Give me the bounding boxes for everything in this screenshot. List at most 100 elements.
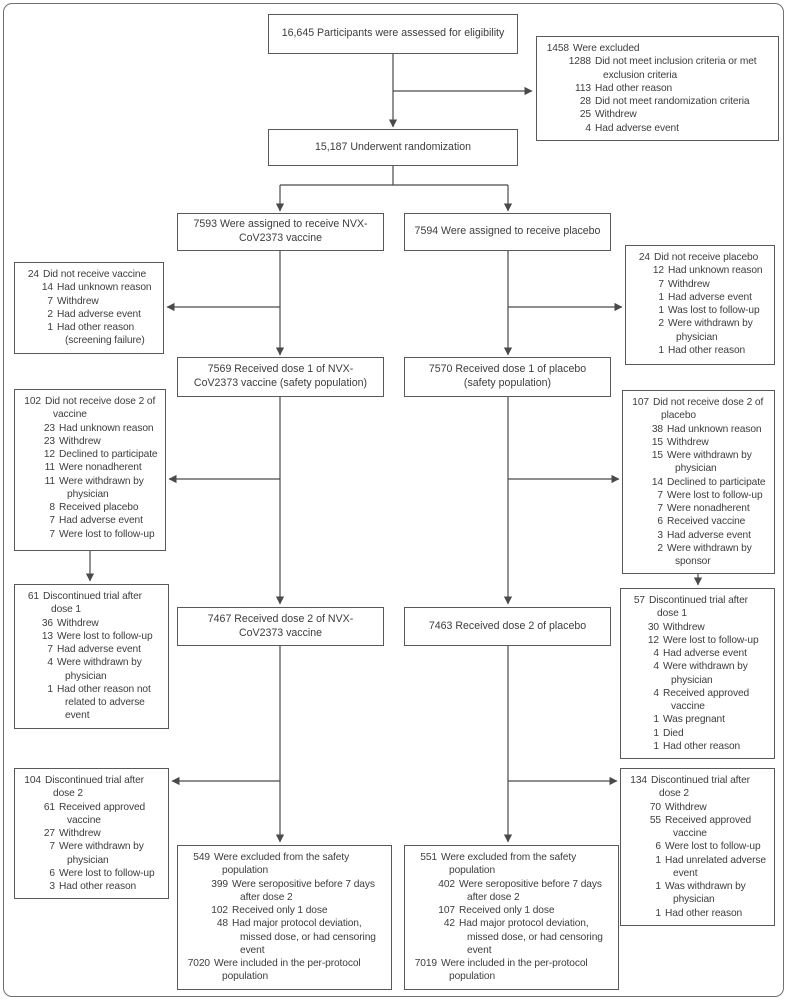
item-count: 30 <box>647 621 659 633</box>
item-text: Were lost to follow-up <box>667 489 763 501</box>
flow-item: 24 Did not receive vaccine <box>21 268 160 281</box>
item-count: 551 <box>420 852 437 863</box>
item-count: 24 <box>27 269 39 280</box>
item-count: 2 <box>47 308 53 320</box>
item-text: Had other reason not related to adverse … <box>57 683 151 722</box>
item-count: 14 <box>41 282 53 294</box>
item-count: 12 <box>43 449 55 460</box>
item-text: Withdrew <box>665 801 707 813</box>
item-count: 1288 <box>568 56 591 68</box>
item-count: 4 <box>653 687 659 699</box>
item-text: Withdrew <box>663 621 705 633</box>
item-count: 42 <box>443 918 455 930</box>
item-count: 6 <box>655 841 661 853</box>
box-assessed-text: 16,645 Participants were assessed for el… <box>281 27 505 40</box>
item-text: Received placebo <box>59 502 139 513</box>
item-text: Were lost to follow-up <box>59 867 155 879</box>
flow-item: 7 Were lost to follow-up <box>629 489 771 502</box>
item-text: Received vaccine <box>667 516 746 528</box>
box-assigned-placebo: 7594 Were assigned to receive placebo <box>404 213 611 251</box>
item-text: Received only 1 dose <box>232 905 328 916</box>
flow-item: 134 Discontinued trial after dose 2 <box>627 774 771 801</box>
box-dose2-vaccine: 7467 Received dose 2 of NVX-CoV2373 vacc… <box>177 607 384 646</box>
item-count: 28 <box>579 96 591 107</box>
item-count: 549 <box>193 852 210 863</box>
flow-item: 23 Had unknown reason <box>21 422 162 435</box>
item-count: 4 <box>653 648 659 659</box>
item-text: Were lost to follow-up <box>663 634 759 646</box>
item-text: Were nonadherent <box>667 503 750 514</box>
item-count: 12 <box>647 634 659 646</box>
item-count: 1 <box>658 291 664 303</box>
item-count: 7 <box>47 644 53 655</box>
item-text: Had adverse event <box>595 122 679 134</box>
box-dose1-vaccine: 7569 Received dose 1 of NVX-CoV2373 vacc… <box>177 357 384 397</box>
box-randomization-text: 15,187 Underwent randomization <box>314 140 472 153</box>
item-text: Withdrew <box>595 109 637 121</box>
item-text: Declined to participate <box>667 476 766 488</box>
item-count: 7 <box>658 278 664 290</box>
item-count: 1 <box>653 714 659 726</box>
item-count: 1 <box>658 305 664 316</box>
item-text: Discontinued trial after dose 2 <box>651 775 750 800</box>
item-count: 7 <box>657 489 663 501</box>
item-count: 1 <box>47 683 53 695</box>
item-text: Died <box>663 727 684 739</box>
item-text: Received approved vaccine <box>665 814 752 839</box>
item-text: Had unknown reason <box>59 422 154 434</box>
item-text: Did not receive placebo <box>654 252 759 263</box>
box-assigned-placebo-text: 7594 Were assigned to receive placebo <box>414 225 601 238</box>
box-dose1-placebo-text: 7570 Received dose 1 of placebo (safety … <box>428 363 587 389</box>
item-count: 104 <box>24 775 41 786</box>
item-count: 15 <box>651 436 663 448</box>
item-text: Were excluded from the safety population <box>214 852 350 877</box>
item-text: Had other reason <box>665 907 743 919</box>
item-count: 8 <box>49 502 55 513</box>
item-text: Discontinued trial after dose 1 <box>649 595 748 620</box>
item-count: 6 <box>49 867 55 879</box>
item-text: Had other reason <box>668 344 746 356</box>
item-text: Did not receive dose 2 of vaccine <box>45 396 156 421</box>
item-count: 134 <box>630 775 647 786</box>
item-text: Were withdrawn by physician <box>667 450 752 475</box>
item-text: Were nonadherent <box>59 462 142 474</box>
item-text: Had unknown reason <box>57 282 152 294</box>
box-assessed-eligibility: 16,645 Participants were assessed for el… <box>268 14 518 54</box>
item-count: 13 <box>41 630 53 642</box>
item-count: 23 <box>43 422 55 434</box>
item-text: Had major protocol deviation, missed dos… <box>459 918 603 956</box>
item-count: 12 <box>652 265 664 277</box>
item-text: Were lost to follow-up <box>59 528 155 540</box>
item-text: Did not receive vaccine <box>43 269 147 280</box>
item-text: Was lost to follow-up <box>668 305 760 316</box>
item-text: Withdrew <box>57 617 99 629</box>
